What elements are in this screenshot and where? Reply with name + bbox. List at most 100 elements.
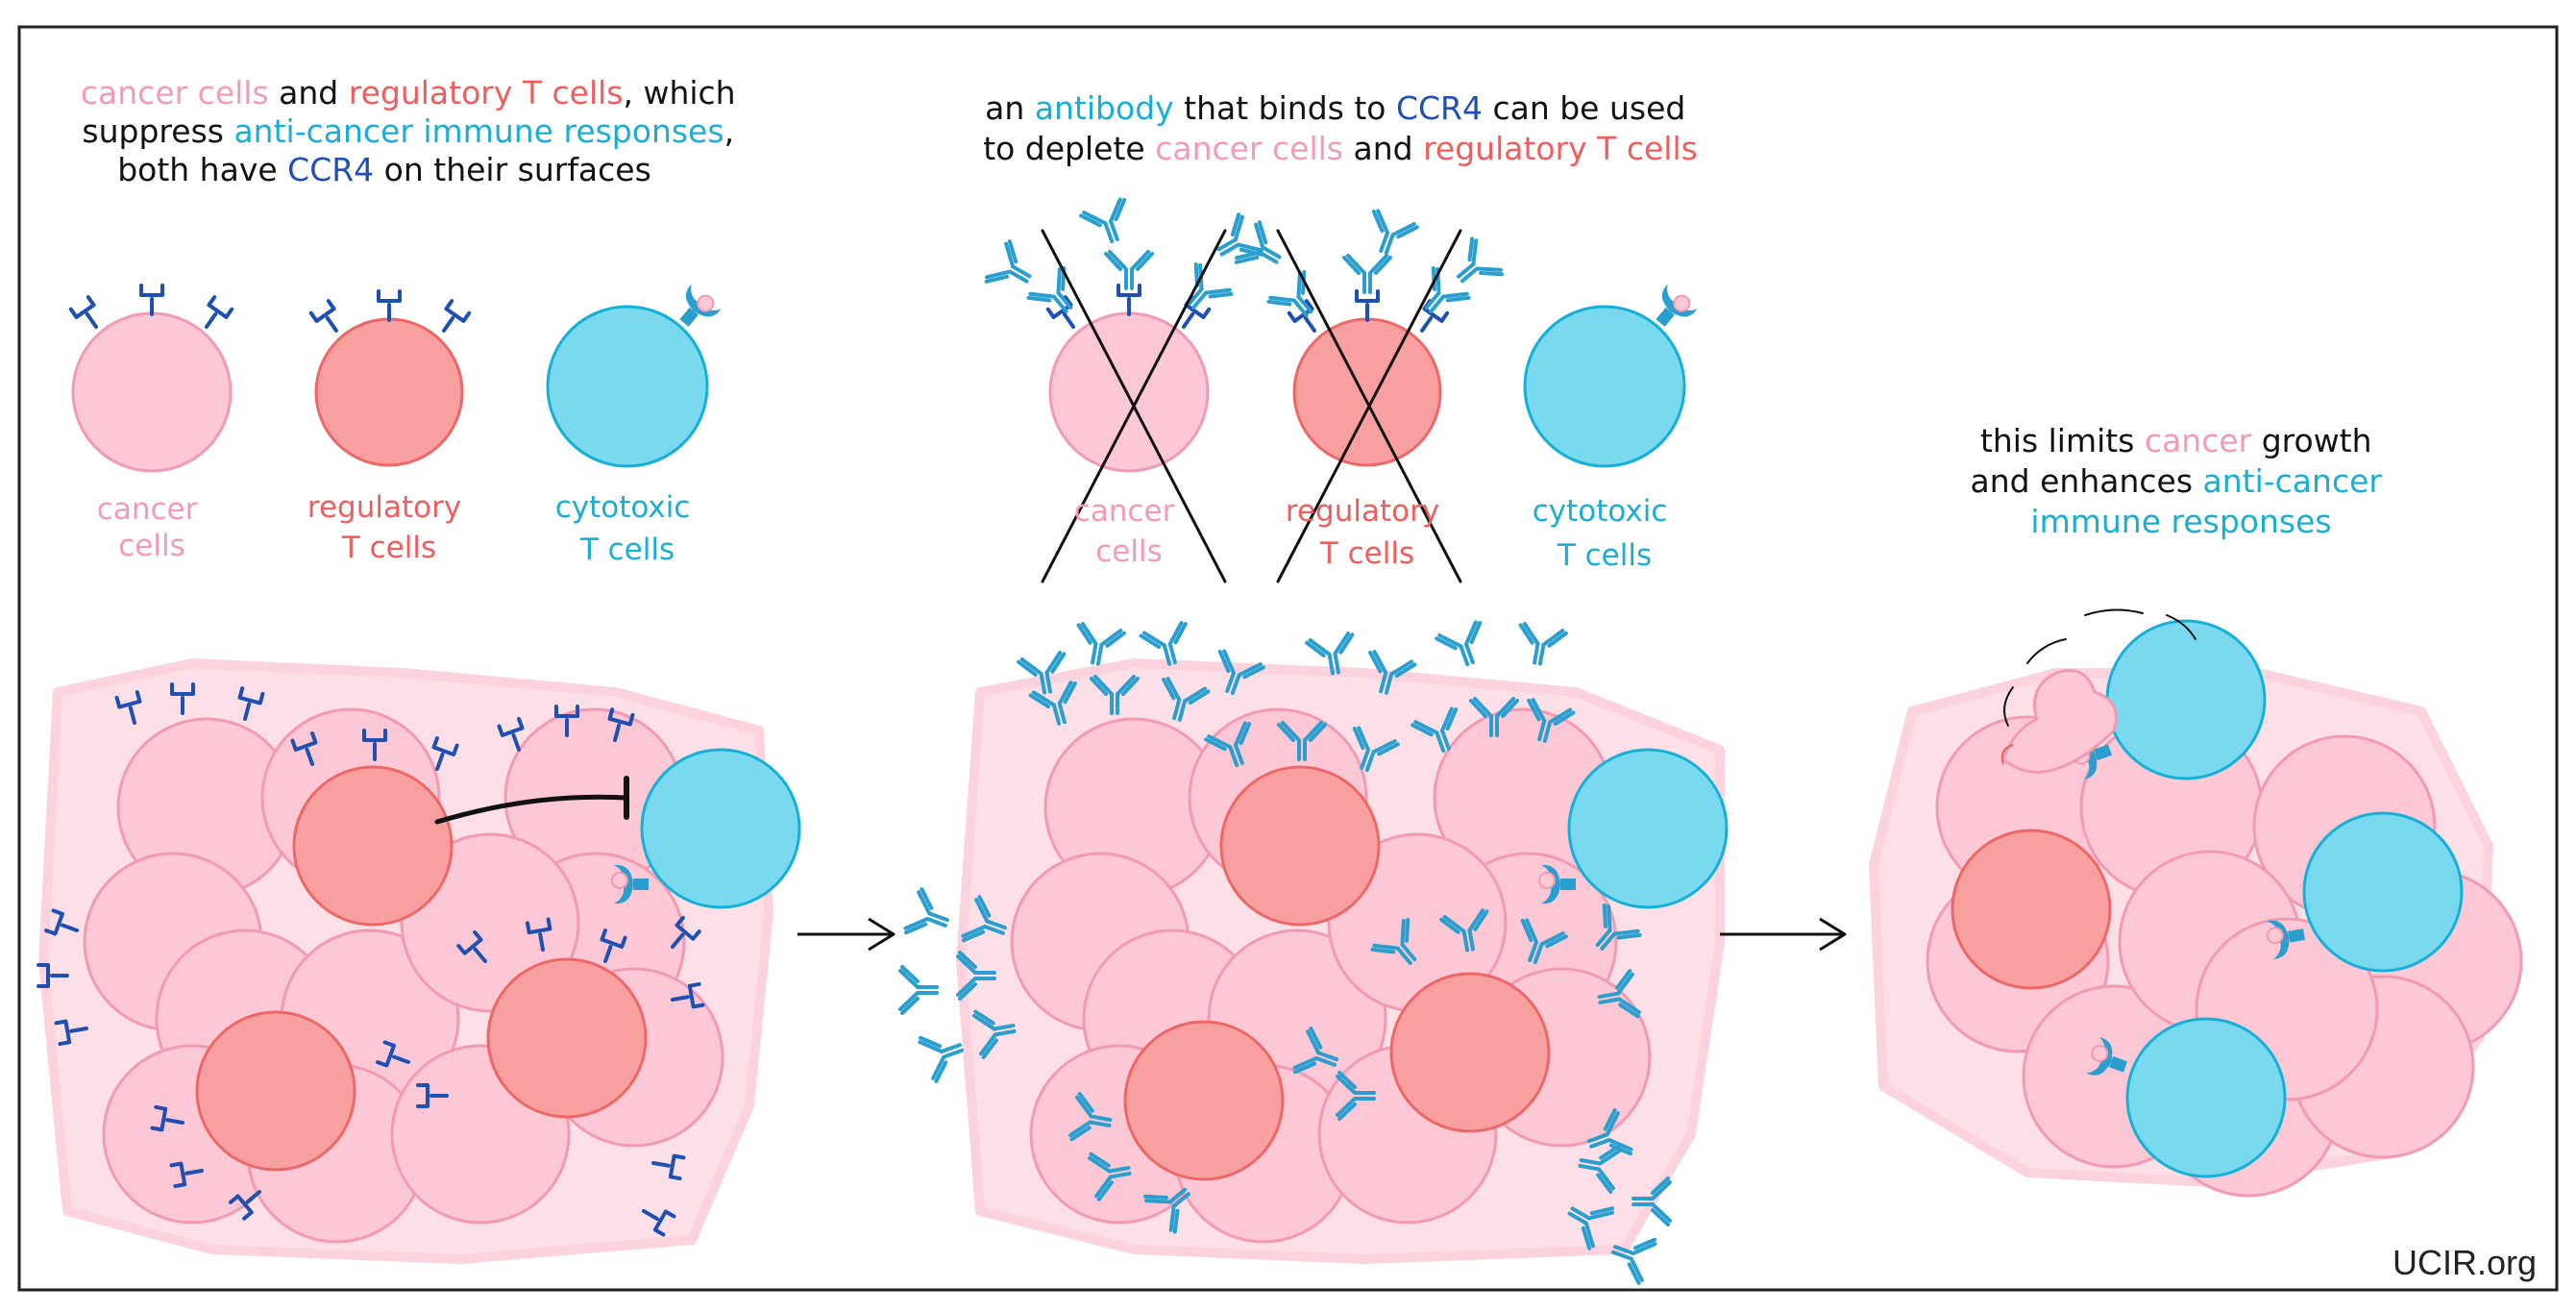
cross-out-layer [1041, 229, 1462, 583]
antibody-stroke [1204, 721, 1252, 768]
antibody-stroke [1586, 1108, 1633, 1156]
caption-segment: cancer [2145, 422, 2252, 459]
caption-segment: immune responses [2030, 503, 2331, 540]
tcr-stem [633, 879, 649, 890]
cytotoxic-t-cell [1523, 305, 1686, 468]
cancer-cell [1048, 311, 1210, 473]
antibody-icon [1017, 651, 1067, 695]
regulatory-t-cell [292, 765, 454, 927]
brand-label: UCIR.org [2392, 1243, 2537, 1282]
panel1-caption-line: suppress anti-cancer immune responses, [82, 112, 734, 150]
caption-segment: regulatory T cells [349, 74, 624, 111]
regulatory-t-cell [486, 957, 648, 1119]
ccr4-receptor-icon [671, 915, 701, 949]
antibody-icon [1435, 620, 1483, 667]
antibody-stroke [1610, 1237, 1657, 1285]
tcr-cup [685, 284, 722, 317]
receptor-stroke [671, 981, 705, 1009]
receptor-stroke [205, 295, 234, 329]
antibody-stroke [1277, 721, 1327, 761]
antibody-icon [1234, 220, 1282, 264]
antibody-stroke [1342, 254, 1392, 294]
antibody-icon [1217, 649, 1265, 696]
right-arrow-icon [797, 917, 895, 952]
ccr4-receptor-icon [308, 299, 338, 333]
antibody-stroke [1435, 620, 1483, 667]
antibody-icon [1527, 698, 1576, 743]
ccr4-receptor-icon [37, 963, 69, 988]
antibody-icon [956, 951, 996, 1001]
antibody-icon [972, 1009, 1017, 1059]
antibody-stroke [1424, 265, 1471, 313]
receptor-stroke [150, 1104, 184, 1132]
caption-segment: on their surfaces [374, 151, 651, 188]
label-line: T cells [579, 532, 675, 567]
receptor-stroke [525, 917, 552, 952]
ccr4-receptor-icon [170, 682, 195, 715]
antibody-stroke [1017, 651, 1067, 695]
cytotoxic-t-cell [2125, 1017, 2287, 1178]
ccr4-receptor-icon [44, 908, 79, 936]
cross-out-line [1276, 229, 1462, 583]
receptor-stroke [671, 915, 701, 949]
small-arrow-icon [2003, 686, 2014, 727]
antibody-icon [961, 895, 1008, 943]
tcell-receptor-icon [1656, 284, 1698, 327]
antibody-icon [1292, 1027, 1339, 1075]
antibody-stroke [1028, 681, 1077, 726]
caption-segment: and [1343, 130, 1423, 167]
tcr-stem [679, 307, 699, 327]
antibody-stroke [1368, 650, 1417, 695]
antibody-stroke [1266, 269, 1313, 317]
tcell-receptor-icon [611, 864, 649, 904]
caption-segment: and enhances [1971, 462, 2203, 500]
antibody-icon [1439, 908, 1489, 953]
arrow-head [1819, 917, 1847, 952]
antibody-icon [1597, 969, 1641, 1019]
antibody-icon [1578, 1144, 1622, 1194]
antibody-stroke [961, 895, 1008, 943]
label-line: cytotoxic [555, 490, 691, 525]
antibody-icon [1411, 706, 1459, 754]
regulatory-t-cell [1389, 972, 1551, 1133]
antibody-icon [1610, 1237, 1657, 1285]
cross-out-line [1041, 229, 1227, 583]
antibody-stroke [1411, 706, 1459, 754]
cytotoxic-t-cell [640, 748, 801, 909]
cytotoxic-t-cell [2302, 811, 2464, 973]
panel3-caption: this limits cancer growth and enhances a… [1971, 422, 2392, 540]
panel2-caption-line: to deplete cancer cells and regulatory T… [983, 130, 1698, 167]
tcr-stem [2288, 928, 2306, 943]
ccr4-receptor-icon [456, 929, 487, 963]
receptor-stroke [139, 284, 164, 316]
antibody-icon [1595, 903, 1642, 951]
caption-segment: to deplete [983, 130, 1155, 167]
antibody-stroke [1217, 649, 1265, 696]
antibody-stroke [898, 965, 939, 1015]
receptor-stroke [642, 1209, 676, 1237]
antibody-icon [1139, 621, 1188, 666]
label-line: T cells [1319, 536, 1414, 571]
receptor-stroke [308, 299, 338, 333]
panel2-caption-line: an antibody that binds to CCR4 can be us… [985, 89, 1685, 127]
label-line: regulatory [1286, 494, 1439, 529]
caption-segment: and [269, 74, 349, 111]
antibody-icon [1631, 1176, 1672, 1226]
figure-frame [17, 25, 2559, 1292]
tcell-receptor-icon [1538, 864, 1576, 904]
antibody-icon [984, 239, 1032, 284]
antigen-dot [611, 872, 628, 889]
antibody-stroke [1371, 209, 1419, 256]
antibody-icon [1028, 681, 1077, 726]
receptor-stroke [362, 729, 387, 761]
ccr4-receptor-icon [114, 690, 142, 725]
antibody-stroke [1567, 1206, 1615, 1250]
tcell-receptor-icon [679, 284, 722, 327]
ccr4-receptor-icon [376, 1040, 410, 1068]
antibody-icon [1336, 1071, 1376, 1121]
antibody-stroke [1026, 265, 1073, 313]
dying-cancer-fragment [2000, 669, 2118, 774]
antibody-icon [1352, 726, 1400, 773]
antibody-stroke [1162, 677, 1211, 722]
